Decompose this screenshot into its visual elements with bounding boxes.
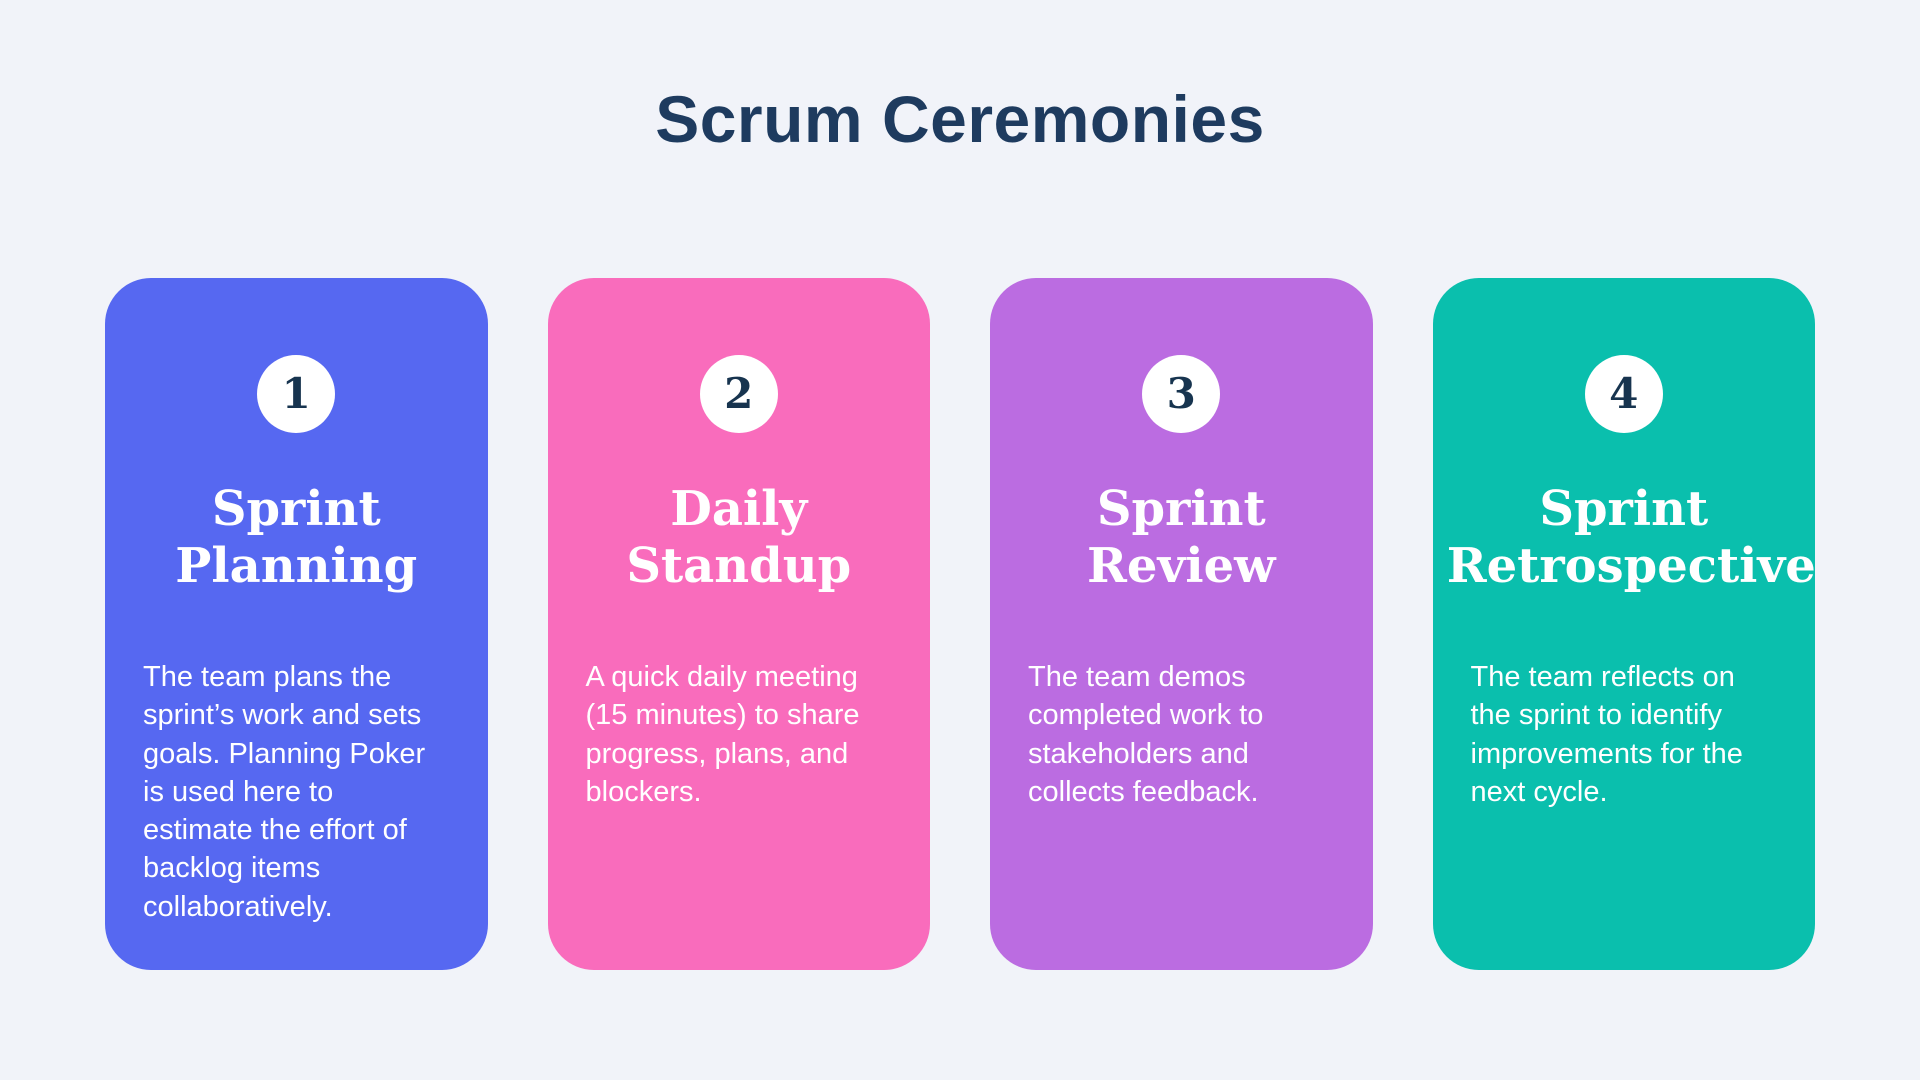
card-sprint-retrospective: 4 Sprint Retrospective The team reflects…: [1432, 278, 1816, 970]
page-title: Scrum Ceremonies: [655, 82, 1265, 156]
card-description: The team reflects on the sprint to ident…: [1470, 661, 1743, 808]
card-title: Sprint Planning: [175, 481, 418, 594]
card-sprint-planning: 1 Sprint Planning The team plans the spr…: [105, 278, 488, 970]
step-number-badge: 4: [1584, 355, 1663, 433]
step-number-badge: 1: [257, 355, 336, 433]
step-number-badge: 3: [1142, 355, 1221, 433]
card-title: Sprint Review: [1087, 481, 1276, 594]
card-description: A quick daily meeting (15 minutes) to sh…: [585, 661, 860, 808]
step-number: 1: [281, 369, 311, 418]
card-description: The team plans the sprint’s work and set…: [143, 661, 426, 923]
cards-row: 1 Sprint Planning The team plans the spr…: [105, 278, 1816, 970]
card-description: The team demos completed work to stakeho…: [1028, 661, 1264, 808]
step-number-badge: 2: [699, 355, 778, 433]
step-number: 2: [724, 369, 754, 418]
card-daily-standup: 2 Daily Standup A quick daily meeting (1…: [547, 278, 930, 970]
card-sprint-review: 3 Sprint Review The team demos completed…: [990, 278, 1373, 970]
step-number: 3: [1166, 369, 1196, 418]
card-title: Sprint Retrospective: [1446, 481, 1816, 594]
step-number: 4: [1609, 369, 1639, 418]
card-title: Daily Standup: [626, 481, 852, 594]
